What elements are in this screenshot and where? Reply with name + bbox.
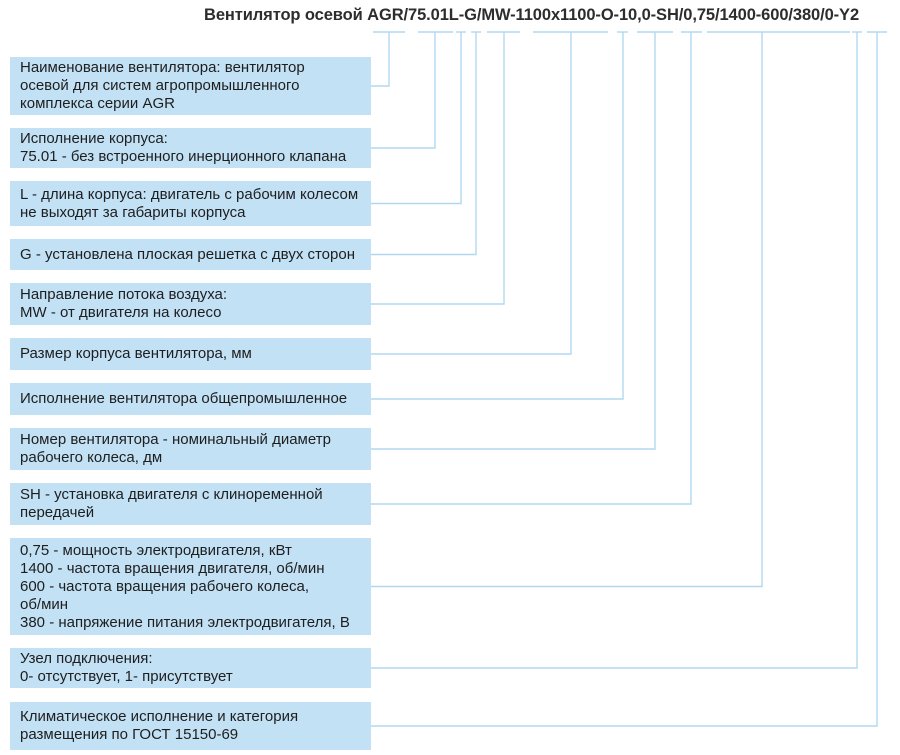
definition-text: Узел подключения: 0- отсутствует, 1- при… (20, 650, 233, 685)
definition-box-MW: Направление потока воздуха: MW - от двиг… (10, 283, 371, 325)
connector-line-O (371, 32, 624, 400)
definition-box-G: G - установлена плоская решетка с двух с… (10, 239, 371, 270)
connector-line-AGR (371, 32, 390, 87)
definition-box-10,0: Номер вентилятора - номинальный диаметр … (10, 428, 371, 470)
definition-text: Размер корпуса вентилятора, мм (20, 345, 252, 362)
definition-box-AGR: Наименование вентилятора: вентилятор осе… (10, 57, 371, 115)
definition-box-75.01: Исполнение корпуса: 75.01 - без встроенн… (10, 128, 371, 168)
definition-text: Наименование вентилятора: вентилятор осе… (20, 59, 305, 112)
definition-text: Направление потока воздуха: MW - от двиг… (20, 286, 228, 321)
definition-box-SH: SH - установка двигателя с клиноременной… (10, 483, 371, 525)
definition-box-1100x1100: Размер корпуса вентилятора, мм (10, 338, 371, 370)
connector-line-MW (371, 32, 505, 305)
definition-text: 0,75 - мощность электродвигателя, кВт 14… (20, 541, 350, 631)
page-title: Вентилятор осевой AGR/75.01L-G/MW-1100x1… (204, 6, 860, 24)
definition-text: Номер вентилятора - номинальный диаметр … (20, 431, 331, 466)
connector-line-Y2 (371, 32, 878, 727)
connector-line-1100x1100 (371, 32, 572, 355)
connector-line-10,0 (371, 32, 656, 450)
definition-text: G - установлена плоская решетка с двух с… (20, 245, 355, 263)
definition-text: Климатическое исполнение и категория раз… (20, 708, 299, 743)
connector-line-75.01 (371, 32, 436, 149)
definition-text: L - длина корпуса: двигатель с рабочим к… (20, 185, 359, 221)
definition-box-0: Узел подключения: 0- отсутствует, 1- при… (10, 648, 371, 688)
definition-text: SH - установка двигателя с клиноременной… (20, 486, 323, 521)
connector-line-0,75/1400-600/380 (371, 32, 763, 588)
connector-line-0 (371, 32, 858, 669)
connector-line-SH (371, 32, 692, 505)
definition-box-L: L - длина корпуса: двигатель с рабочим к… (10, 181, 371, 226)
definition-text: Исполнение корпуса: 75.01 - без встроенн… (20, 130, 347, 165)
definition-text: Исполнение вентилятора общепромышленное (20, 390, 348, 407)
connector-line-L (371, 32, 462, 205)
connector-line-G (371, 32, 477, 256)
definition-box-Y2: Климатическое исполнение и категория раз… (10, 702, 371, 750)
definition-box-O: Исполнение вентилятора общепромышленное (10, 383, 371, 415)
definition-box-0,75/1400-600/380: 0,75 - мощность электродвигателя, кВт 14… (10, 538, 371, 635)
